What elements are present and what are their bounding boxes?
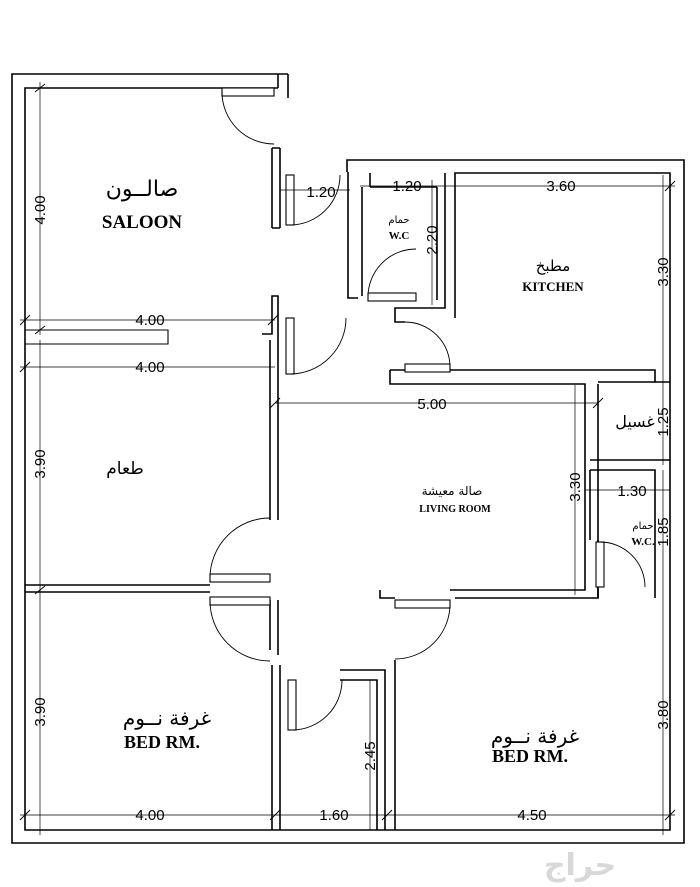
- door-swing: [289, 174, 341, 226]
- room-living-en: LIVING ROOM: [419, 504, 491, 515]
- door-swing: [404, 321, 451, 368]
- doors: [209, 87, 646, 731]
- door-leaf: [287, 679, 297, 731]
- room-wc1-ar: حمام: [388, 215, 409, 226]
- room-kitchen-ar: مطبخ: [536, 257, 571, 275]
- door-leaf: [285, 174, 295, 226]
- dim-kitchen-width: 3.60: [546, 178, 575, 195]
- door-swing: [209, 517, 271, 579]
- door-leaf: [209, 573, 271, 583]
- room-bed2-en: BED RM.: [492, 746, 568, 766]
- dim-bed1-height: 3.90: [32, 697, 49, 726]
- dim-living-depth: 3.30: [567, 472, 584, 501]
- door-swing: [367, 248, 417, 298]
- dim-bed2-height: 3.80: [655, 700, 672, 729]
- door-swing: [289, 317, 347, 375]
- dim-dining-width: 4.00: [135, 359, 164, 376]
- dim-hall-depth: 2.45: [362, 741, 379, 770]
- dim-bed2-width: 4.50: [517, 807, 546, 824]
- room-saloon-en: SALOON: [102, 212, 183, 233]
- door-swing: [221, 91, 275, 145]
- room-wc2-en: W.C.: [631, 536, 655, 548]
- door-leaf: [394, 599, 451, 609]
- dimension-labels: 4.00 4.00 1.20 1.20 2.20 3.60 3.30 4.00 …: [32, 178, 672, 824]
- dim-dining-height: 3.90: [32, 449, 49, 478]
- dim-hall-width: 1.60: [319, 807, 348, 824]
- room-kitchen-en: KITCHEN: [522, 279, 584, 294]
- door-leaf: [221, 87, 275, 97]
- door-swing: [394, 603, 451, 660]
- door-leaf: [404, 363, 451, 373]
- room-living-ar: صالة معيشة: [422, 484, 483, 498]
- door-leaf: [367, 292, 417, 302]
- room-saloon-ar: صالــون: [106, 177, 179, 202]
- room-bed2-ar: غرفة نــوم: [491, 724, 579, 748]
- room-wc1-en: W.C: [389, 230, 410, 242]
- dim-corridor-width: 1.20: [306, 184, 335, 201]
- room-bed1-en: BED RM.: [124, 732, 200, 752]
- interior-walls: [25, 147, 670, 830]
- dim-living-width: 5.00: [417, 396, 446, 413]
- dim-saloon-width: 4.00: [135, 312, 164, 329]
- dim-wc1-width: 1.20: [392, 178, 421, 195]
- dim-laundry-depth: 1.25: [655, 407, 672, 436]
- door-leaf: [595, 541, 605, 588]
- dim-saloon-height: 4.00: [32, 195, 49, 224]
- door-swing: [209, 600, 271, 662]
- door-leaf: [285, 317, 295, 375]
- room-bed1-ar: غرفة نــوم: [123, 706, 211, 730]
- dim-wc2-width: 1.30: [617, 483, 646, 500]
- door-leaf: [209, 596, 271, 606]
- door-swing: [599, 541, 646, 588]
- dim-bed1-width: 4.00: [135, 807, 164, 824]
- dim-wc1-depth: 2.20: [424, 225, 441, 254]
- dim-wc2-depth: 1.85: [655, 517, 672, 546]
- outer-walls: [11, 73, 685, 844]
- watermark-logo: حراج: [544, 848, 616, 883]
- room-labels: صالــون SALOON حمام W.C مطبخ KITCHEN طعا…: [102, 177, 655, 766]
- dimension-lines: [19, 82, 676, 835]
- room-dining-ar: طعام: [106, 459, 143, 479]
- door-swing: [291, 679, 343, 731]
- room-laundry-ar: غسيل: [615, 412, 655, 431]
- room-wc2-ar: حمام: [632, 521, 653, 532]
- dim-kitchen-depth: 3.30: [655, 257, 672, 286]
